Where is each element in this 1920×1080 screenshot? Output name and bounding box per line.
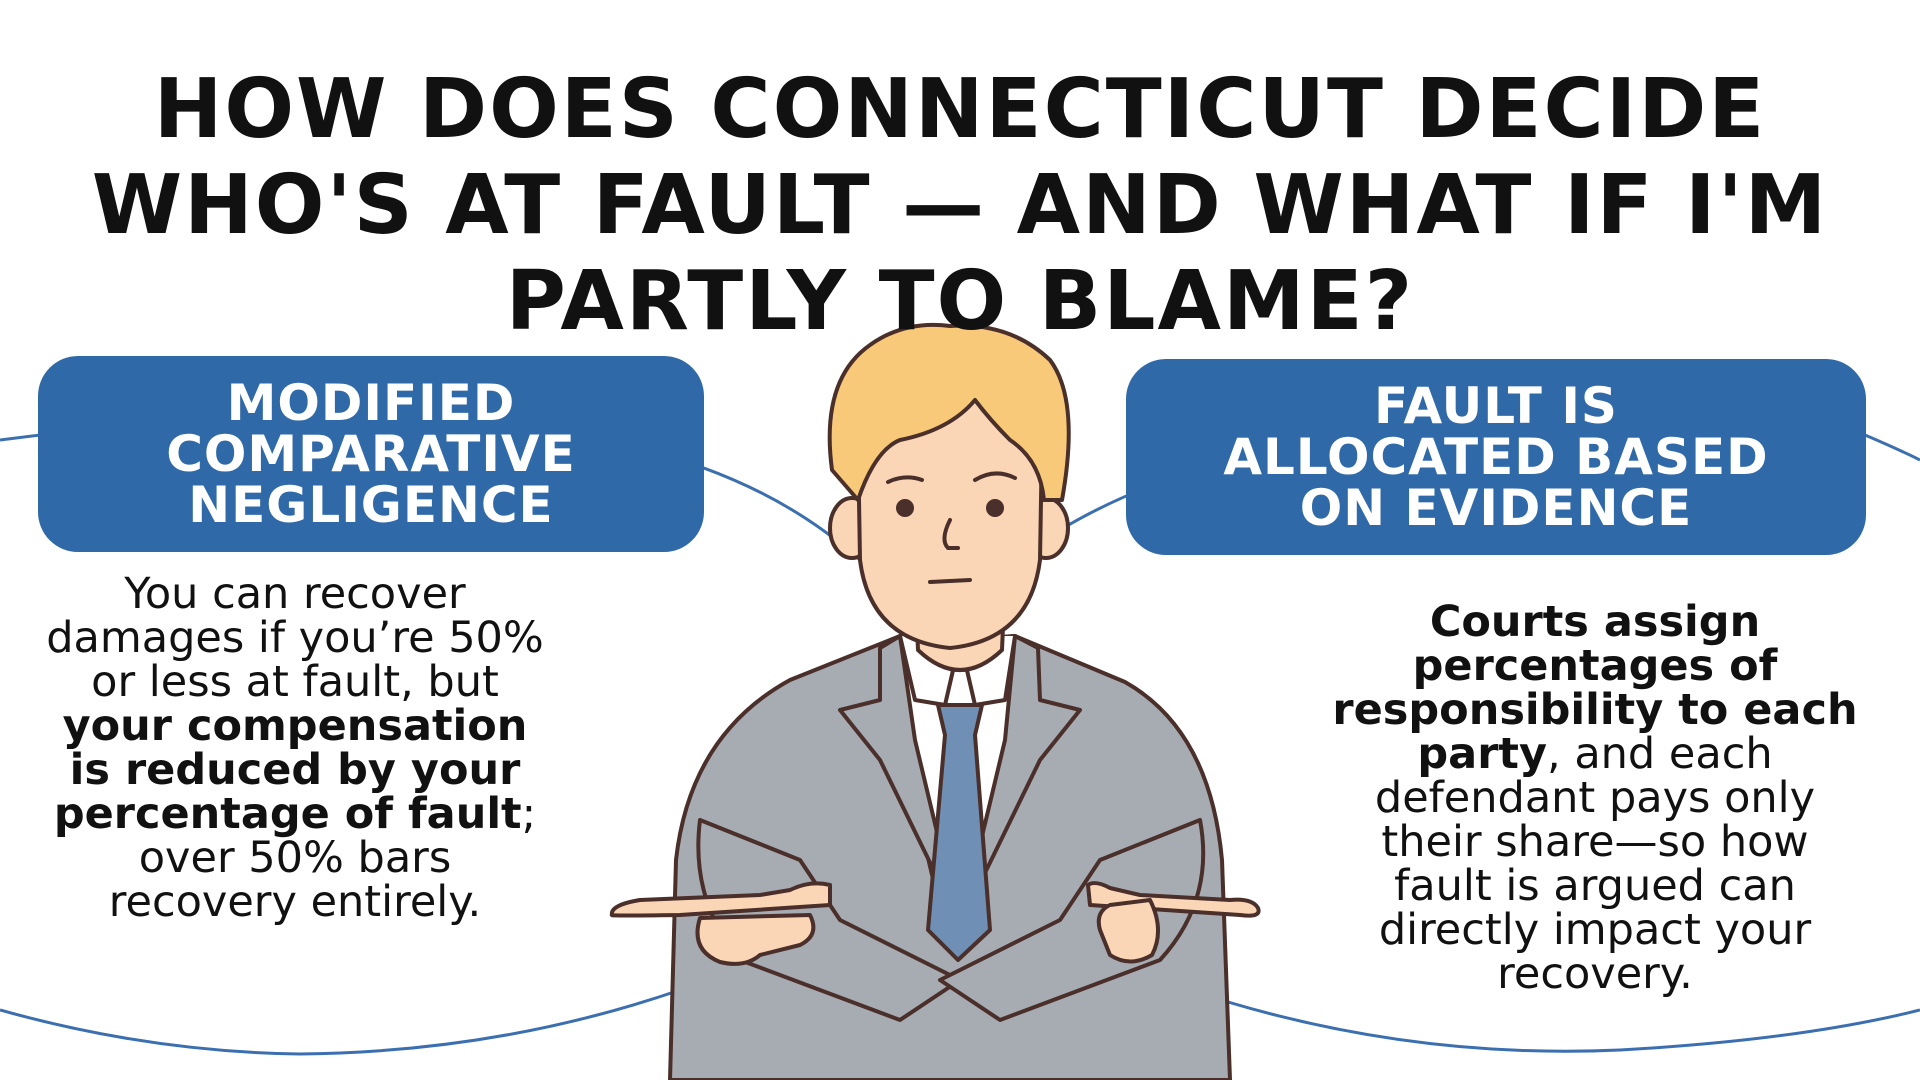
badge-left-line-1: MODIFIED [226, 373, 516, 432]
left-body-outro: ; over 50% bars recovery entirely. [108, 789, 537, 927]
badge-right-line-1: FAULT IS [1374, 376, 1618, 435]
heading-badge-fault-allocated: FAULT IS ALLOCATED BASED ON EVIDENCE [1126, 359, 1866, 555]
right-eye [986, 499, 1004, 517]
mouth [928, 578, 972, 584]
badge-left-line-2: COMPARATIVE [166, 424, 576, 483]
title-line-2: WHO'S AT FAULT — AND WHAT IF I'M [91, 158, 1829, 253]
badge-right-line-2: ALLOCATED BASED [1223, 427, 1769, 486]
title-line-1: HOW DOES CONNECTICUT DECIDE [153, 62, 1767, 157]
left-body-emphasis: your compensation is reduced by your per… [53, 701, 528, 839]
page-title: HOW DOES CONNECTICUT DECIDE WHO'S AT FAU… [0, 62, 1920, 350]
badge-left-line-3: NEGLIGENCE [188, 475, 554, 534]
hair [827, 322, 1071, 502]
right-body-emphasis: Courts assign percentages of responsibil… [1332, 597, 1858, 779]
tie [926, 703, 992, 962]
left-body-intro: You can recover damages if you’re 50% or… [46, 569, 544, 707]
nose [942, 518, 960, 550]
heading-badge-modified-comparative-negligence: MODIFIED COMPARATIVE NEGLIGENCE [38, 356, 704, 552]
left-pointing-hand [609, 881, 832, 918]
left-eye [896, 499, 914, 517]
title-line-3: PARTLY TO BLAME? [505, 254, 1415, 349]
right-sleeve [938, 818, 1206, 1022]
right-body-text: Courts assign percentages of responsibil… [1330, 600, 1860, 996]
right-body-outro: , and each defendant pays only their sha… [1374, 729, 1816, 999]
left-body-text: You can recover damages if you’re 50% or… [40, 572, 550, 924]
badge-right-line-3: ON EVIDENCE [1299, 478, 1693, 537]
